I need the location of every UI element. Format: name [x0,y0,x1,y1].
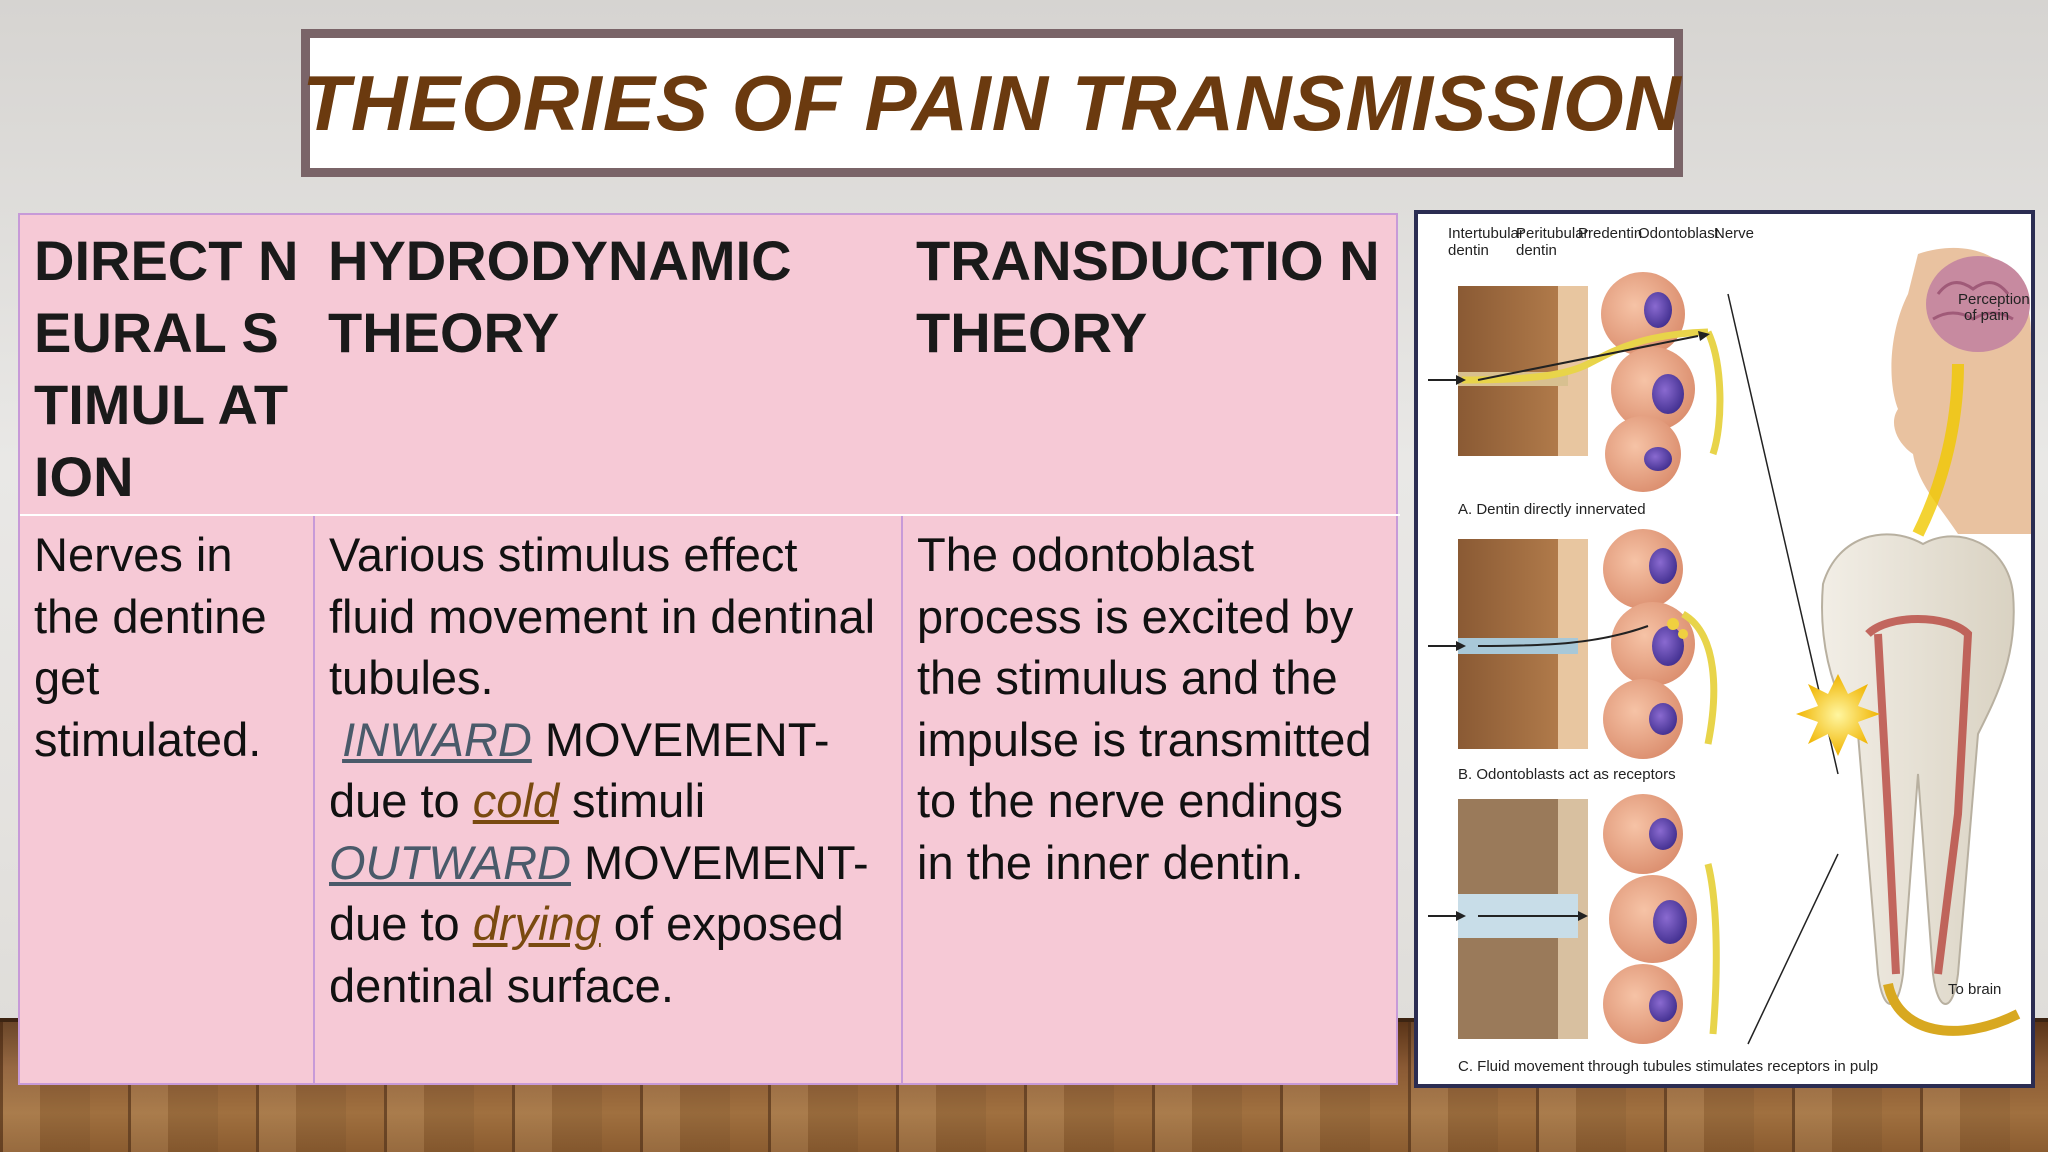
label-perception-2: of pain [1964,307,2009,324]
title-box: THEORIES OF PAIN TRANSMISSION [301,29,1683,177]
tooth-icon: To brain [1821,533,2021,1036]
illustration-svg: Intertubular dentin Peritubular dentin P… [1428,225,2031,1075]
label-odontoblast: Odontoblast [1638,225,1720,242]
label-peritubular-2: dentin [1516,242,1557,259]
label-nerve: Nerve [1714,225,1754,242]
cell-direct-neural: Nerves in the dentine get stimulated. [20,515,315,1083]
transduction-text: The odontoblast process is excited by th… [917,528,1372,889]
cell-transduction: The odontoblast process is excited by th… [902,515,1400,1083]
hydro-cold-rest: stimuli [558,774,706,827]
table-header-row: DIRECT NEURAL STIMUL ATION HYDRODYNAMIC … [20,215,1400,516]
head-brain-icon: Perception of pain [1891,247,2031,537]
label-perception: Perception [1958,291,2030,308]
cell-hydrodynamic: Various stimulus effect fluid movement i… [314,515,903,1083]
slide-title: THEORIES OF PAIN TRANSMISSION [302,58,1682,147]
hydro-intro: Various stimulus effect fluid movement i… [329,528,876,704]
header-transduction: TRANSDUCTIO N THEORY [902,215,1400,516]
hydro-cold-keyword: cold [472,774,559,827]
label-to-brain: To brain [1948,981,2001,998]
label-peritubular: Peritubular [1516,225,1589,242]
caption-panel-a: A. Dentin directly innervated [1458,501,1646,518]
hydro-outward-keyword: OUTWARD [329,835,571,889]
pain-burst-icon [1796,674,1880,756]
header-direct-neural: DIRECT NEURAL STIMUL ATION [20,215,314,516]
direct-neural-text: Nerves in the dentine get stimulated. [34,528,267,766]
hydro-outward-rest: MOVEMENT- due to [329,835,869,951]
pain-transmission-illustration: Intertubular dentin Peritubular dentin P… [1414,210,2035,1088]
theories-table: DIRECT NEURAL STIMUL ATION HYDRODYNAMIC … [18,213,1400,1085]
table-body-row: Nerves in the dentine get stimulated. Va… [20,515,1400,1083]
connector-line-bottom [1747,853,1839,1045]
panel-a-diagram: A. Dentin directly innervated [1428,272,1724,518]
panel-b-diagram: B. Odontoblasts act as receptors [1428,529,1718,783]
caption-panel-c: C. Fluid movement through tubules stimul… [1458,1058,1878,1075]
hydro-drying-rest: of exposed dentinal surface. [329,897,844,1012]
hydro-drying-keyword: drying [472,897,601,950]
hydro-inward-rest: MOVEMENT- due to [329,712,830,828]
hydro-inward-keyword: INWARD [342,712,532,766]
panel-c-diagram: C. Fluid movement through tubules stimul… [1428,794,1878,1075]
theories-grid: DIRECT NEURAL STIMUL ATION HYDRODYNAMIC … [20,215,1400,1083]
caption-panel-b: B. Odontoblasts act as receptors [1458,766,1676,783]
label-predentin: Predentin [1578,225,1642,242]
header-hydrodynamic: HYDRODYNAMIC THEORY [314,215,902,516]
label-intertubular: Intertubular [1448,225,1524,242]
label-intertubular-2: dentin [1448,242,1489,259]
